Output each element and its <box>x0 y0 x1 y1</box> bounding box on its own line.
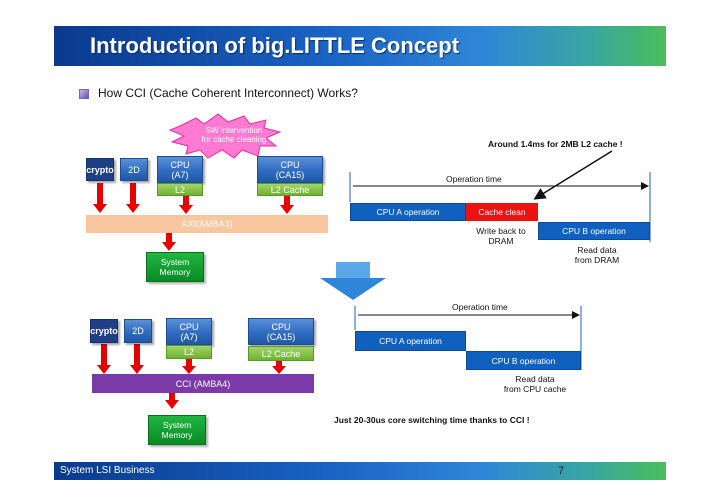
cpu-b-operation-bar-bottom: CPU B operation <box>466 351 581 370</box>
cpu-ca15-block: CPU(CA15) <box>257 156 323 183</box>
cache-clean-callout: Around 1.4ms for 2MB L2 cache ! <box>488 139 623 149</box>
footer-brand: System LSI Business <box>60 465 155 476</box>
cci-bus: CCI (AMBA4) <box>92 374 314 393</box>
sw-intervention-label: SW intervention for cache cleaning <box>201 126 267 144</box>
operation-time-label-bottom: Operation time <box>452 302 508 312</box>
top-timeline-lines <box>349 150 651 242</box>
transition-down-arrow <box>320 262 386 300</box>
axi-bus: AXI(AMBA3) <box>86 215 328 233</box>
crypto-block-bottom: crypto <box>90 319 118 343</box>
conclusion-note: Just 20-30us core switching time thanks … <box>334 415 530 425</box>
cpu-a-operation-bar-bottom: CPU A operation <box>355 331 466 351</box>
sw-intervention-burst <box>168 113 282 159</box>
bottom-red-arrows <box>97 344 286 409</box>
title-banner <box>54 26 666 66</box>
bottom-timeline-lines <box>354 306 582 370</box>
footer-banner <box>54 462 666 480</box>
operation-time-label: Operation time <box>446 174 502 184</box>
l2-cache-ca15-block: L2 Cache <box>257 183 323 196</box>
subtitle: How CCI (Cache Coherent Interconnect) Wo… <box>98 86 358 100</box>
l2-cache-block: L2 <box>157 183 203 196</box>
page-number: 7 <box>558 465 565 477</box>
l2-cache-ca15-block-bottom: L2 Cache <box>248 346 314 361</box>
cache-clean-bar: Cache clean <box>466 203 538 221</box>
bullet-icon <box>79 89 89 99</box>
2d-block-bottom: 2D <box>124 319 152 343</box>
page-title: Introduction of big.LITTLE Concept <box>90 33 460 58</box>
l2-cache-block-bottom: L2 <box>166 345 212 359</box>
cpu-a7-block-bottom: CPU(A7) <box>166 318 212 345</box>
cpu-a-operation-bar: CPU A operation <box>350 203 466 221</box>
top-red-arrows <box>93 183 294 251</box>
2d-block: 2D <box>120 158 148 181</box>
cpu-b-operation-bar: CPU B operation <box>538 222 650 240</box>
cpu-a7-block: CPU(A7) <box>157 156 203 183</box>
cpu-ca15-block-bottom: CPU(CA15) <box>248 318 314 345</box>
crypto-block: crypto <box>86 158 114 181</box>
